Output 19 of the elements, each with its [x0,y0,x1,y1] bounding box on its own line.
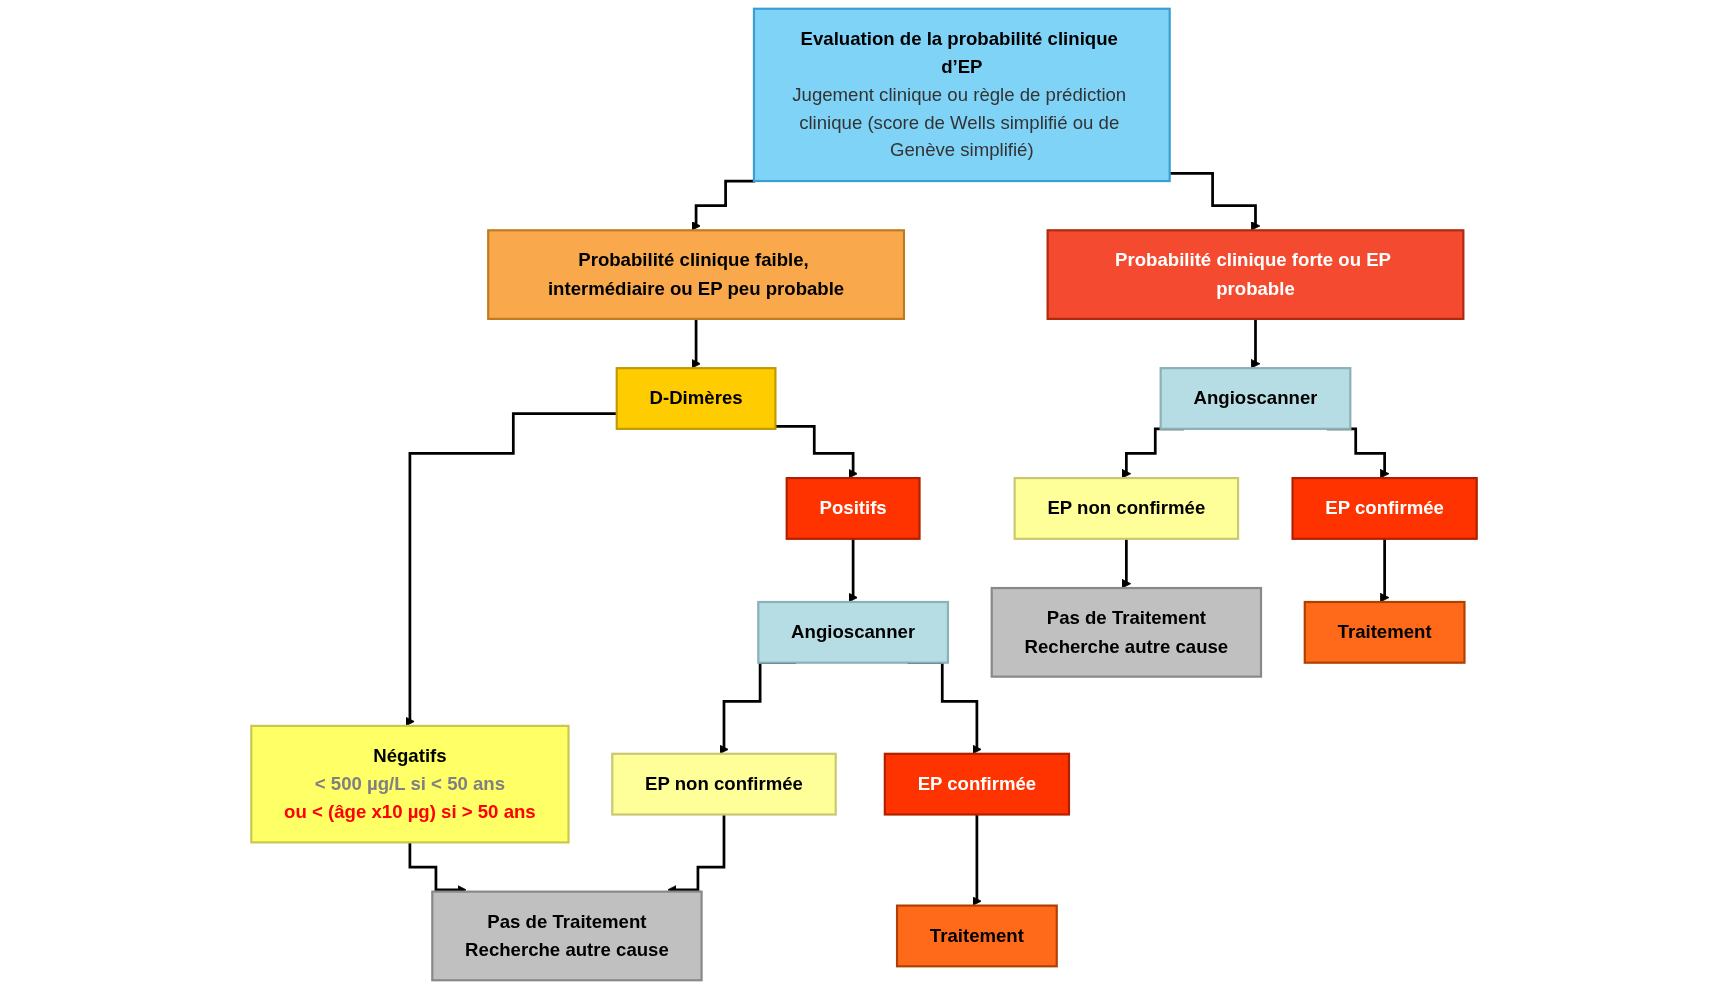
node-box: EP non confirmée [1013,477,1240,540]
arrow [691,179,756,231]
node-box: Probabilité clinique faible, intermédiaire ou EP peu probable [487,229,906,320]
node-box: Angioscanner [757,600,950,664]
node-box: Pas de Traitement Recherche autre cause [990,586,1263,678]
node-box: D-Dimères [615,367,777,430]
node-box: EP non confirmée [611,752,837,816]
node-box: Pas de Traitement Recherche autre cause [431,890,703,982]
node-box: EP confirmée [883,752,1071,816]
node-box: Négatifs < 500 µg/L si < 50 ans ou < (âge x10 µg) si > 50 ans [250,724,570,844]
node-box: EP confirmée [1291,477,1478,540]
node-box: Traitement [1303,600,1466,664]
arrow [1169,171,1261,231]
node-box: Positifs [785,477,921,540]
arrow [775,424,858,479]
node-box: Angioscanner [1159,367,1352,430]
node-box: Probabilité clinique forte ou EP probable [1046,229,1465,320]
node-box: Traitement [895,904,1058,968]
node-box: Evaluation de la probabilité clinique d’EP Jugement clinique ou règle de prédiction clinique (score de Wells simplifié ou de Genève simplifié) [752,7,1171,183]
